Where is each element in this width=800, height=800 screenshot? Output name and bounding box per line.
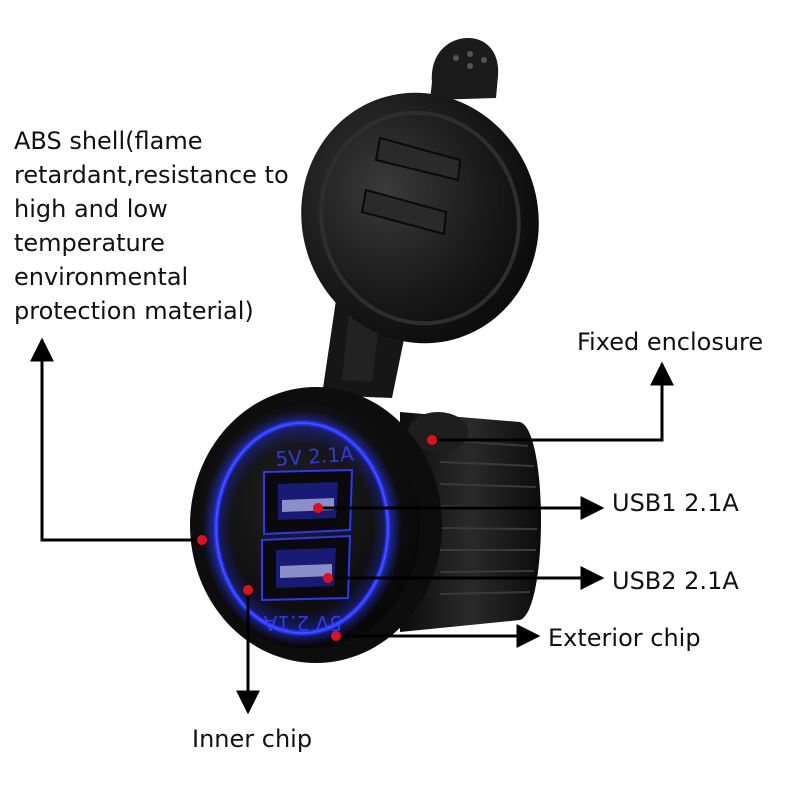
leader-lines [30,337,674,715]
inner-chip-label: Inner chip [192,725,313,753]
abs-shell-label-line: high and low [14,195,168,224]
abs-shell-leader [30,337,202,542]
usb1-marker [313,503,323,513]
abs-shell-label-line: retardant,resistance to [14,161,289,190]
usb-port-1 [263,468,354,536]
fixed-enclosure-marker [427,435,437,445]
usb2-label: USB2 2.1A [612,567,739,595]
cap-tab [430,38,499,100]
port-marking-bottom: 5V 2.1A [263,611,342,635]
usb2-marker [323,573,333,583]
fixed-enclosure-label: Fixed enclosure [577,328,764,356]
usb-port-2 [261,534,352,602]
abs-shell-label: ABS shell(flame retardant,resistance to … [14,124,289,328]
usb1-label: USB1 2.1A [612,489,739,517]
fixed-enclosure-leader [432,361,674,442]
abs-shell-marker [197,535,207,545]
markers [197,435,437,641]
exterior-chip-label: Exterior chip [548,624,701,652]
dust-cap [301,92,539,344]
abs-shell-label-line: environmental [14,263,189,292]
inner-chip-marker [243,585,253,595]
abs-shell-label-line: ABS shell(flame [14,127,203,155]
abs-shell-label-line: protection material) [14,297,254,326]
port-marking-top: 5V 2.1A [275,442,355,471]
socket-face: 5V 2.1A 5V 2.1A [190,387,442,663]
exterior-chip-marker [331,631,341,641]
abs-shell-label-line: temperature [14,229,165,258]
